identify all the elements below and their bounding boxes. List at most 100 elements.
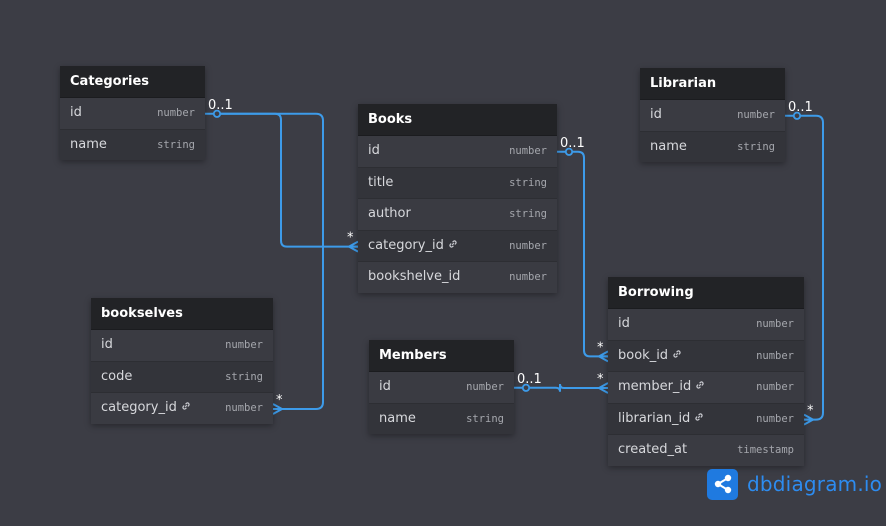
field-row-category-id[interactable]: category_id number [91,393,273,424]
field-name: name [650,138,687,154]
field-type: number [756,381,794,394]
field-name: id [101,337,113,352]
field-name: librarian_id [618,404,704,435]
table-bookselves[interactable]: bookselves id number code string category_id n… [91,298,273,424]
field-type: number [737,109,775,121]
field-name: name [70,136,107,152]
table-header[interactable]: Categories [60,66,205,98]
field-name: code [101,368,133,384]
table-librarian[interactable]: Librarian id number name string [640,68,785,163]
field-row-member-id[interactable]: member_id number [608,372,804,404]
cardinality-label: * [597,340,604,355]
field-row-category-id[interactable]: category_id number [358,230,557,263]
relation-line-librarian-borrowing [785,114,824,421]
field-row-created-at[interactable]: created_at timestamp [608,435,804,466]
field-row-code[interactable]: code string [91,361,273,394]
field-row-name[interactable]: name string [60,129,205,161]
field-type: string [509,176,547,189]
table-books[interactable]: Books id number title string author string cate… [358,104,557,293]
field-name: id [618,316,630,331]
field-type: number [509,271,547,284]
cardinality-label: * [597,372,604,387]
field-name: book_id [618,341,682,372]
field-row-id[interactable]: id number [369,372,514,404]
cardinality-label: * [276,393,283,408]
field-row-id[interactable]: id number [358,136,557,168]
crowfoot-many-marker [598,350,609,363]
field-row-id[interactable]: id number [608,309,804,341]
field-name: category_id [101,393,191,424]
crowfoot-many-marker [272,403,283,415]
field-name: id [70,105,82,120]
brand-name: dbdiagram.io [747,472,883,496]
field-row-id[interactable]: id number [640,100,785,132]
field-name: member_id [618,372,705,403]
table-members[interactable]: Members id number name string [369,340,514,435]
field-type: number [466,381,504,393]
field-row-name[interactable]: name string [640,131,785,163]
crowfoot-many-marker [348,240,359,253]
link-icon [694,404,704,435]
zero-or-one-marker [564,147,574,156]
brand-watermark[interactable]: dbdiagram.io [707,468,882,500]
field-name: id [379,379,391,394]
field-type: string [225,370,263,383]
field-name: title [368,174,394,190]
field-name: id [650,107,662,122]
crowfoot-many-marker [598,382,609,394]
field-type: number [756,349,794,362]
relation-line-categories-books [205,112,358,248]
field-type: string [737,140,775,153]
relation-line-categories-bookselves [221,112,324,410]
field-name: author [368,206,411,222]
table-header[interactable]: Borrowing [608,277,804,309]
field-row-librarian-id[interactable]: librarian_id number [608,403,804,436]
table-categories[interactable]: Categories id number name string [60,66,205,161]
link-icon [181,393,191,424]
field-name: name [379,410,416,426]
zero-or-one-marker [212,109,222,118]
relation-line-members-borrowing [514,383,608,392]
cardinality-label: 0..1 [560,136,585,151]
table-header[interactable]: Librarian [640,68,785,100]
cardinality-label: 0..1 [517,372,542,387]
field-type: number [509,145,547,157]
field-type: number [509,239,547,252]
relation-line-books-borrowing [557,150,608,358]
field-name: created_at [618,442,688,458]
field-type: number [756,412,794,425]
field-row-id[interactable]: id number [91,330,273,362]
field-name: category_id [368,231,458,262]
link-icon [672,341,682,372]
cardinality-label: * [347,231,354,246]
cardinality-label: * [807,404,814,419]
table-header[interactable]: Books [358,104,557,136]
field-row-bookshelve-id[interactable]: bookshelve_id number [358,262,557,293]
field-row-author[interactable]: author string [358,199,557,231]
field-type: number [157,107,195,119]
field-type: string [509,208,547,221]
field-type: string [466,412,504,425]
crowfoot-many-marker [803,413,814,426]
field-row-name[interactable]: name string [369,403,514,435]
field-type: timestamp [737,444,794,457]
dbdiagram-logo-icon [707,468,738,500]
field-type: string [157,138,195,151]
table-header[interactable]: Members [369,340,514,372]
link-icon [448,231,458,262]
cardinality-label: 0..1 [208,98,233,113]
table-header[interactable]: bookselves [91,298,273,330]
cardinality-label: 0..1 [788,100,813,115]
field-row-title[interactable]: title string [358,167,557,200]
field-row-book-id[interactable]: book_id number [608,340,804,373]
field-type: number [756,318,794,330]
zero-or-one-marker [521,383,531,392]
field-name: bookshelve_id [368,269,461,285]
field-type: number [225,339,263,351]
link-icon [695,372,705,403]
field-row-id[interactable]: id number [60,98,205,130]
field-name: id [368,143,380,158]
field-type: number [225,402,263,415]
